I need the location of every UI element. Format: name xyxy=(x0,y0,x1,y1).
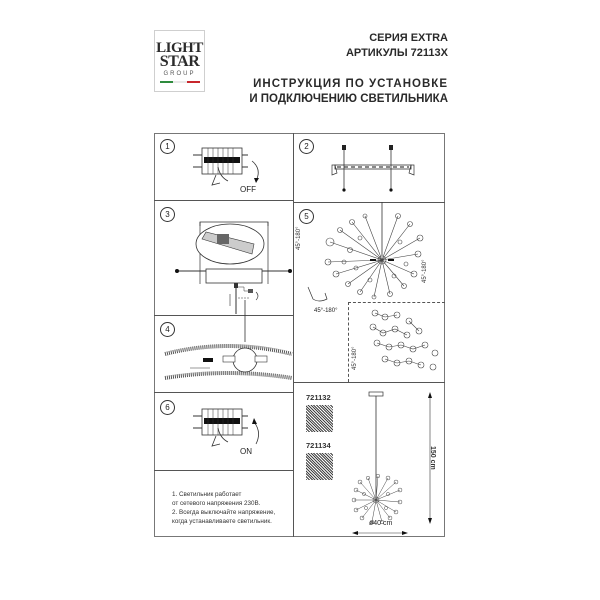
on-label: ON xyxy=(240,447,252,456)
step-4-number: 4 xyxy=(160,322,175,337)
note-line-2: от сетевого напряжения 230В. xyxy=(172,500,261,507)
step-1-number: 1 xyxy=(160,139,175,154)
angle-label-1: 45°-180° xyxy=(296,226,302,250)
series-title: СЕРИЯ EXTRA xyxy=(369,32,448,44)
instruction-title-line-2: И ПОДКЛЮЧЕНИЮ СВЕТИЛЬНИКА xyxy=(249,93,448,105)
grid-divider xyxy=(293,382,445,383)
arms-detail-icon xyxy=(369,309,439,371)
italian-flag-stripe xyxy=(160,81,200,83)
instruction-title-line-1: ИНСТРУКЦИЯ ПО УСТАНОВКЕ xyxy=(253,78,448,90)
diameter-arrow xyxy=(352,531,408,535)
grid-divider xyxy=(293,202,445,203)
safety-notes: 1. Светильник работает от сетевого напря… xyxy=(172,490,275,526)
lamp-dimensions-drawing xyxy=(351,391,432,525)
circuit-breaker-on-icon xyxy=(193,408,259,447)
angle-label-2: 45°-180° xyxy=(422,259,428,283)
logo-line-3: GROUP xyxy=(163,71,196,77)
angle-label-4: 45°-180° xyxy=(352,346,358,370)
articles-title: АРТИКУЛЫ 72113X xyxy=(345,47,448,59)
qr-code-1 xyxy=(306,405,333,432)
note-line-3: 2. Всегда выключайте напряжение, xyxy=(172,509,276,516)
lamp-arms-adjust-icon xyxy=(324,202,424,300)
grid-divider xyxy=(154,470,294,471)
detail-view-frame xyxy=(348,302,445,382)
circuit-breaker-off-icon xyxy=(193,147,259,186)
wiring-connection-icon xyxy=(175,221,292,314)
product-code-1: 721132 xyxy=(306,393,331,402)
grid-divider xyxy=(154,200,294,201)
note-line-1: 1. Светильник работает xyxy=(172,491,242,498)
note-line-4: когда устанавливаете светильник. xyxy=(172,518,272,525)
logo-line-2: STAR xyxy=(159,53,200,70)
step-3-number: 3 xyxy=(160,207,175,222)
grid-divider-vertical xyxy=(293,133,294,537)
canopy-attachment-icon xyxy=(164,300,293,380)
off-label: OFF xyxy=(240,185,256,194)
mounting-bracket-icon xyxy=(331,145,415,192)
instruction-grid xyxy=(154,133,445,537)
diameter-dimension-label: ø40 cm xyxy=(369,520,393,527)
step-6-number: 6 xyxy=(160,400,175,415)
step-2-number: 2 xyxy=(299,139,314,154)
rotate-arrow-icon xyxy=(307,286,328,302)
product-code-2: 721134 xyxy=(306,441,331,450)
grid-divider xyxy=(154,315,294,316)
step-5-number: 5 xyxy=(299,209,314,224)
logo-line-1: LIGHT xyxy=(156,40,203,56)
qr-code-2 xyxy=(306,453,333,480)
angle-label-3: 45°-180° xyxy=(314,308,338,314)
grid-divider xyxy=(154,392,294,393)
height-dimension-label: 150 cm xyxy=(429,446,436,470)
lightstar-logo: LIGHT STAR GROUP xyxy=(154,30,205,92)
